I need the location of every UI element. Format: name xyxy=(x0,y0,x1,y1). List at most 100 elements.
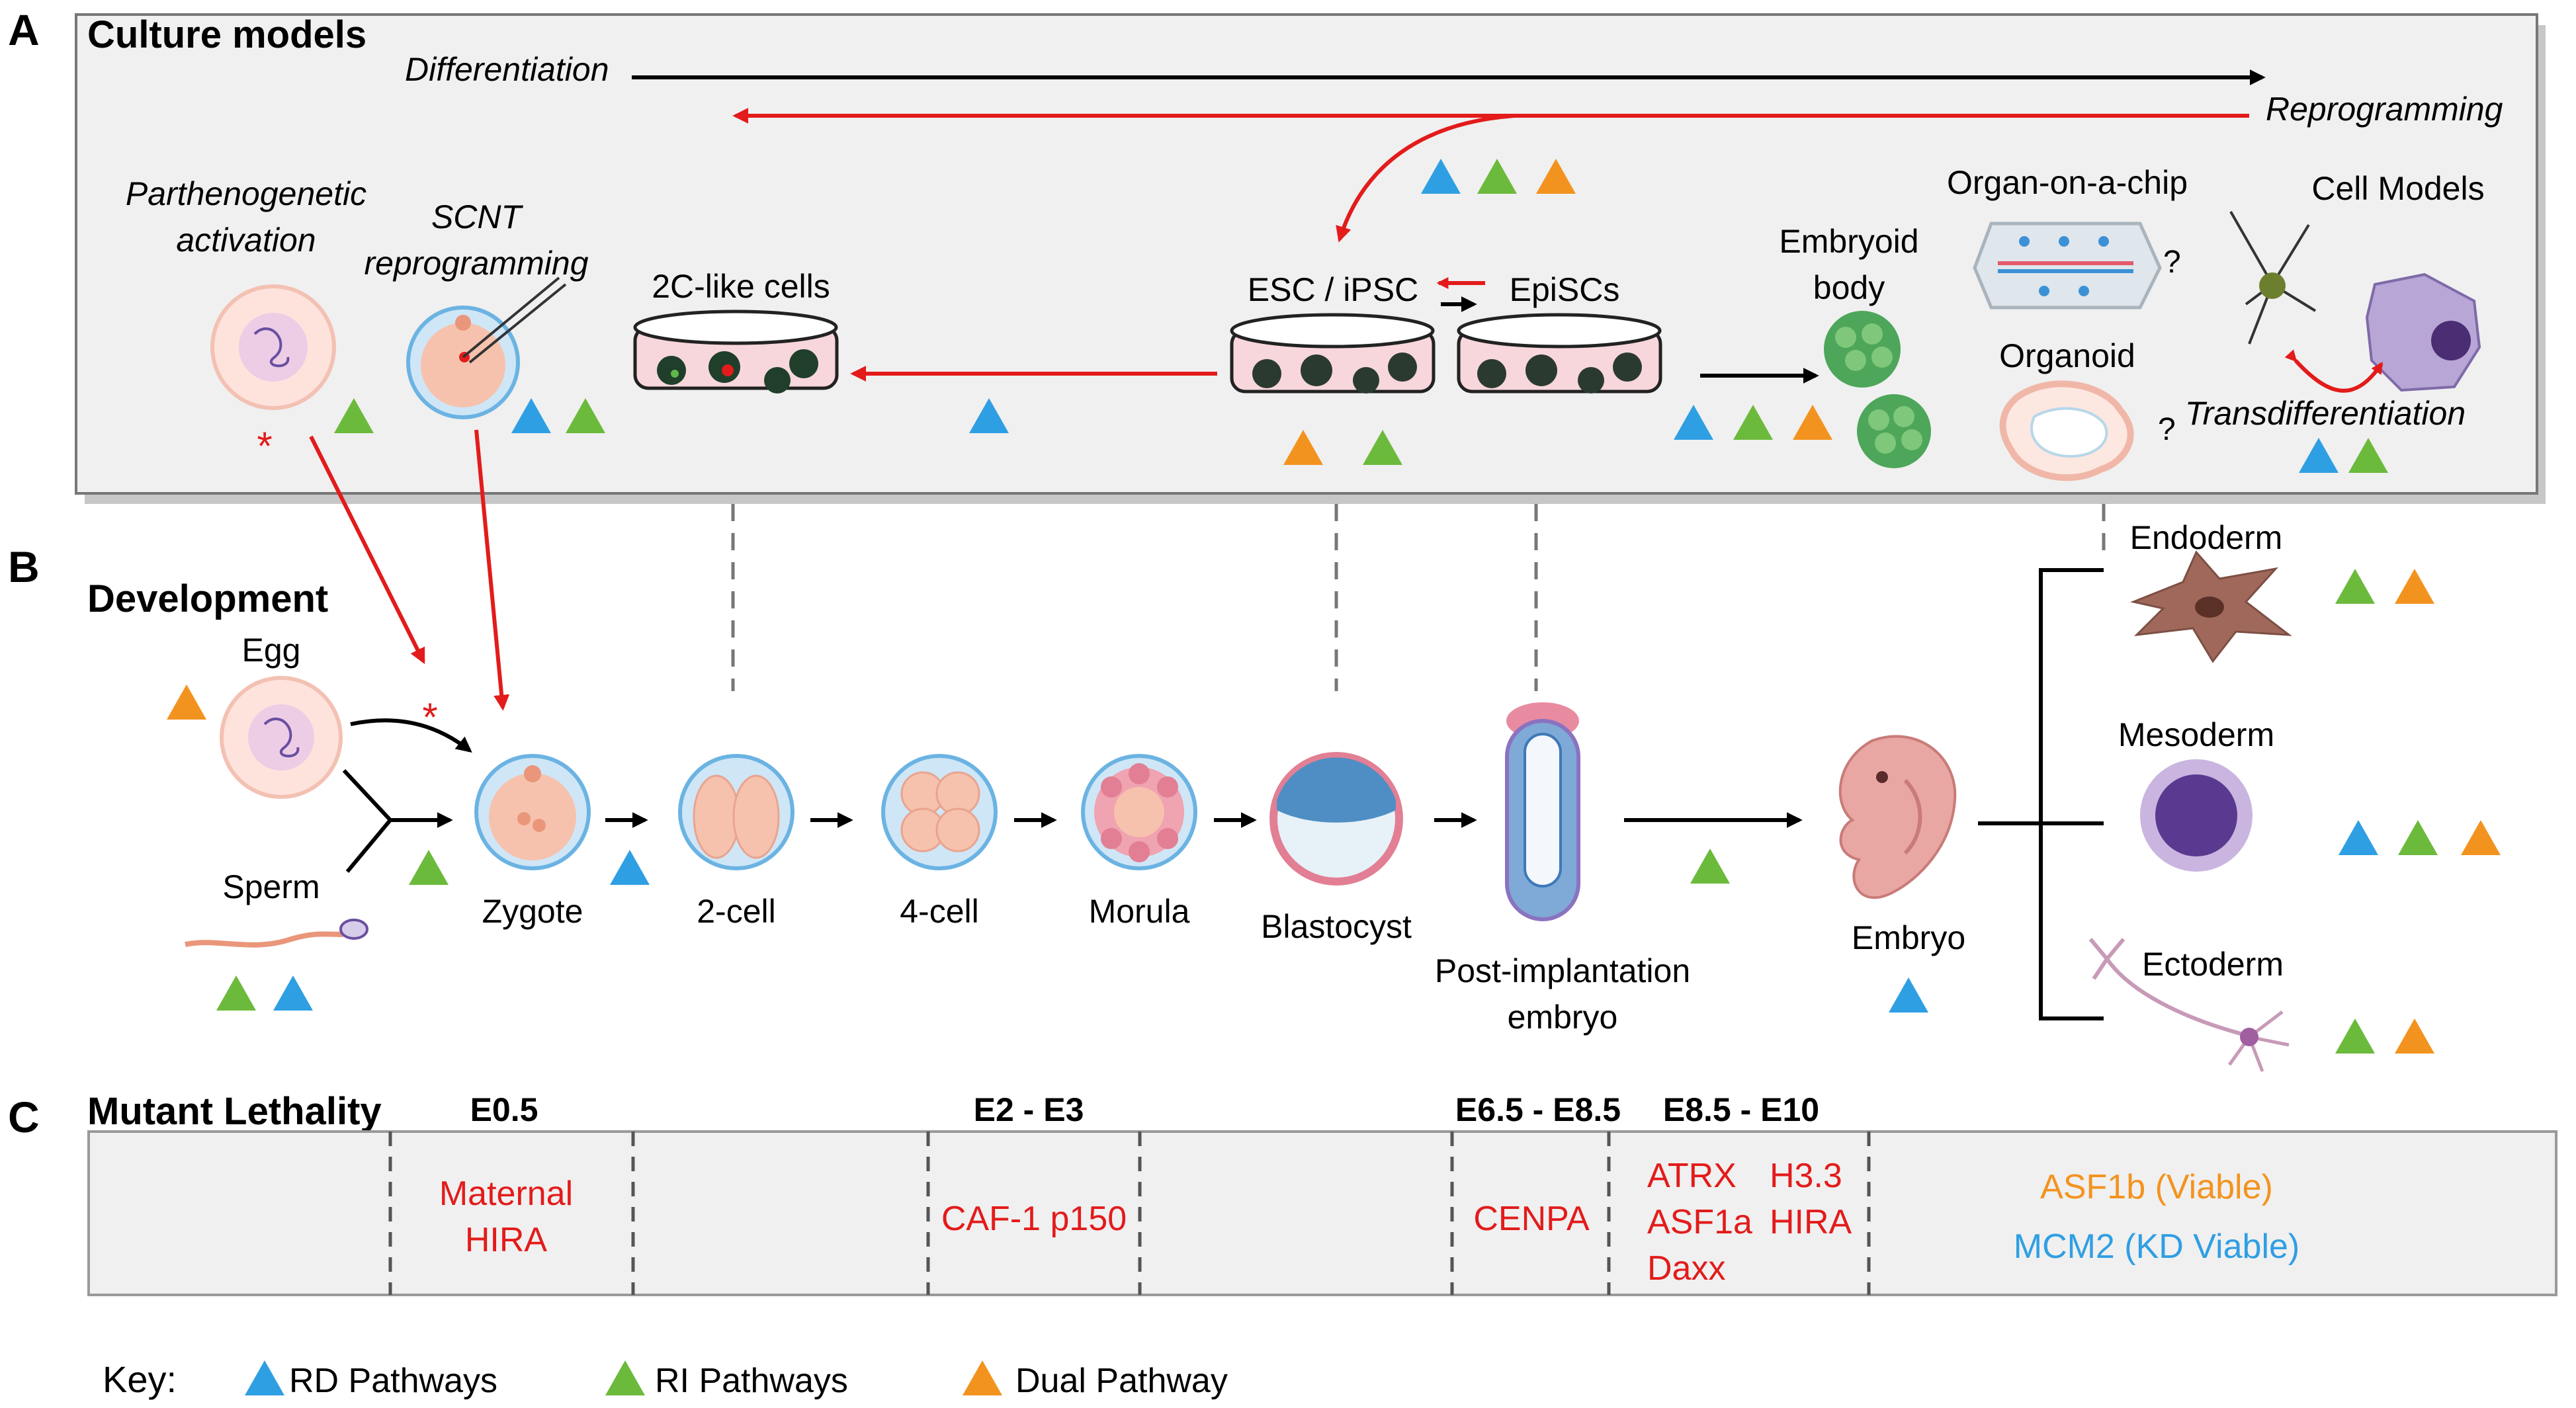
panel-c-title: Mutant Lethality xyxy=(87,1090,382,1133)
scnt-to-zygote-arrow xyxy=(474,429,510,711)
dual-triangle xyxy=(1283,430,1323,465)
macrophage-cell-icon xyxy=(2365,272,2481,392)
embryo-label: Embryo xyxy=(1852,919,1965,956)
daxx-label: Daxx xyxy=(1647,1249,1725,1288)
dual-triangle xyxy=(2395,569,2434,604)
dual-triangle xyxy=(566,398,605,433)
cenpa-label: CENPA xyxy=(1473,1200,1590,1238)
episc-label: EpiSCs xyxy=(1510,271,1620,308)
reprogramming-to-esc-arrow xyxy=(1336,114,1516,243)
dual-triangle xyxy=(1793,405,1832,440)
dual-triangle xyxy=(511,398,551,433)
dual-triangle xyxy=(2348,438,2388,473)
embryoid-body-bottom xyxy=(1857,394,1931,468)
germ-layer-bracket xyxy=(2039,568,2104,1020)
scnt-label-2: reprogramming xyxy=(364,245,588,282)
esc-label: ESC / iPSC xyxy=(1248,271,1418,308)
dual-triangle xyxy=(2335,569,2375,604)
esc-dish xyxy=(1230,313,1436,393)
key-rd-triangle xyxy=(245,1360,284,1395)
egg-cell xyxy=(220,676,343,799)
endoderm-cell xyxy=(2129,550,2292,663)
key-ri-label: RI Pathways xyxy=(655,1362,848,1400)
dual-triangle xyxy=(334,398,374,433)
dual-triangle xyxy=(1674,405,1713,440)
mesoderm-label: Mesoderm xyxy=(2118,716,2274,753)
neuron-cell-icon xyxy=(2229,211,2317,345)
parthenogenetic-label-1: Parthenogenetic xyxy=(126,175,366,212)
zygote-cell xyxy=(474,754,591,870)
dual-triangle xyxy=(2339,820,2378,855)
dual-triangle xyxy=(273,975,313,1011)
parthenogenetic-to-zygote-arrow xyxy=(309,435,425,665)
parthenogenetic-oocyte xyxy=(210,284,336,410)
dual-triangle xyxy=(1536,159,1576,194)
embryoid-body-top xyxy=(1824,311,1901,388)
stage-e23: E2 - E3 xyxy=(974,1091,1084,1128)
panel-a: A Culture models Differentiation Reprogr… xyxy=(8,5,2546,504)
reprogramming-label: Reprogramming xyxy=(2266,91,2503,128)
dashed-connectors xyxy=(731,504,2106,691)
two-cell-label: 2-cell xyxy=(697,893,775,930)
panel-b-triangles xyxy=(167,569,2501,1054)
dual-triangle xyxy=(1421,159,1461,194)
legend: Key: RD Pathways RI Pathways Dual Pathwa… xyxy=(103,1358,1228,1400)
asf1a-label: ASF1a xyxy=(1647,1203,1752,1241)
dual-triangle xyxy=(969,398,1009,433)
dual-triangle xyxy=(409,850,449,885)
dual-triangle xyxy=(2299,438,2339,473)
four-cell xyxy=(881,754,998,870)
embryoid-label-1: Embryoid xyxy=(1779,223,1918,260)
blastocyst-label: Blastocyst xyxy=(1261,908,1412,945)
mcm2-label: MCM2 (KD Viable) xyxy=(2014,1227,2299,1266)
dual-triangle xyxy=(216,975,256,1011)
organ-chip-icon xyxy=(1973,222,2162,310)
asf1b-label: ASF1b (Viable) xyxy=(2040,1168,2273,1206)
maternal-hira-1: Maternal xyxy=(439,1175,573,1213)
h33-label: H3.3 xyxy=(1770,1157,1842,1195)
organoid-label: Organoid xyxy=(1999,337,2135,374)
panel-c-letter: C xyxy=(8,1093,40,1141)
dual-triangle xyxy=(167,684,206,720)
embryo-illustration xyxy=(1838,735,1957,899)
dual-triangle xyxy=(2398,820,2438,855)
panel-a-triangles xyxy=(334,159,2388,473)
dual-triangle xyxy=(2395,1018,2434,1054)
organoid-icon xyxy=(1999,380,2134,481)
transdiff-arrow xyxy=(2284,349,2383,393)
scnt-label-1: SCNT xyxy=(431,198,524,235)
lethality-dividers xyxy=(388,1132,1871,1295)
panel-c: C Mutant Lethality E0.5 E2 - E3 E6.5 - E… xyxy=(8,1090,2557,1296)
dual-triangle xyxy=(1889,977,1928,1013)
egg-label: Egg xyxy=(242,632,301,669)
dual-triangle xyxy=(610,850,650,885)
morula-label: Morula xyxy=(1089,893,1190,930)
morula xyxy=(1081,754,1197,870)
zygote-label: Zygote xyxy=(482,893,583,930)
key-ri-triangle xyxy=(605,1360,645,1395)
post-implantation-embryo xyxy=(1505,702,1580,921)
embryoid-label-2: body xyxy=(1813,269,1885,306)
key-dual-triangle xyxy=(963,1360,1002,1395)
panel-b-title: Development xyxy=(87,577,328,620)
parthenogenetic-label-2: activation xyxy=(176,222,316,259)
sperm-cell xyxy=(185,919,368,948)
panel-a-letter: A xyxy=(8,5,40,54)
panel-a-title: Culture models xyxy=(87,13,366,56)
scnt-oocyte xyxy=(406,276,567,419)
endoderm-label: Endoderm xyxy=(2130,519,2283,556)
sperm-label: Sperm xyxy=(222,868,320,905)
caf1-label: CAF-1 p150 xyxy=(941,1200,1127,1238)
mesoderm-cell xyxy=(2140,759,2253,872)
dual-triangle xyxy=(1477,159,1517,194)
dual-triangle xyxy=(1690,849,1730,884)
ectoderm-label: Ectoderm xyxy=(2142,946,2284,983)
episc-dish xyxy=(1457,313,1662,393)
organoid-question: ? xyxy=(2158,412,2176,447)
stage-e05: E0.5 xyxy=(470,1091,538,1128)
atrx-label: ATRX xyxy=(1647,1157,1737,1195)
stage-e85: E8.5 - E10 xyxy=(1663,1091,1819,1128)
parthenogenetic-asterisk: * xyxy=(257,424,272,468)
four-cell-label: 4-cell xyxy=(900,893,978,930)
cell-models-label: Cell Models xyxy=(2311,170,2484,207)
